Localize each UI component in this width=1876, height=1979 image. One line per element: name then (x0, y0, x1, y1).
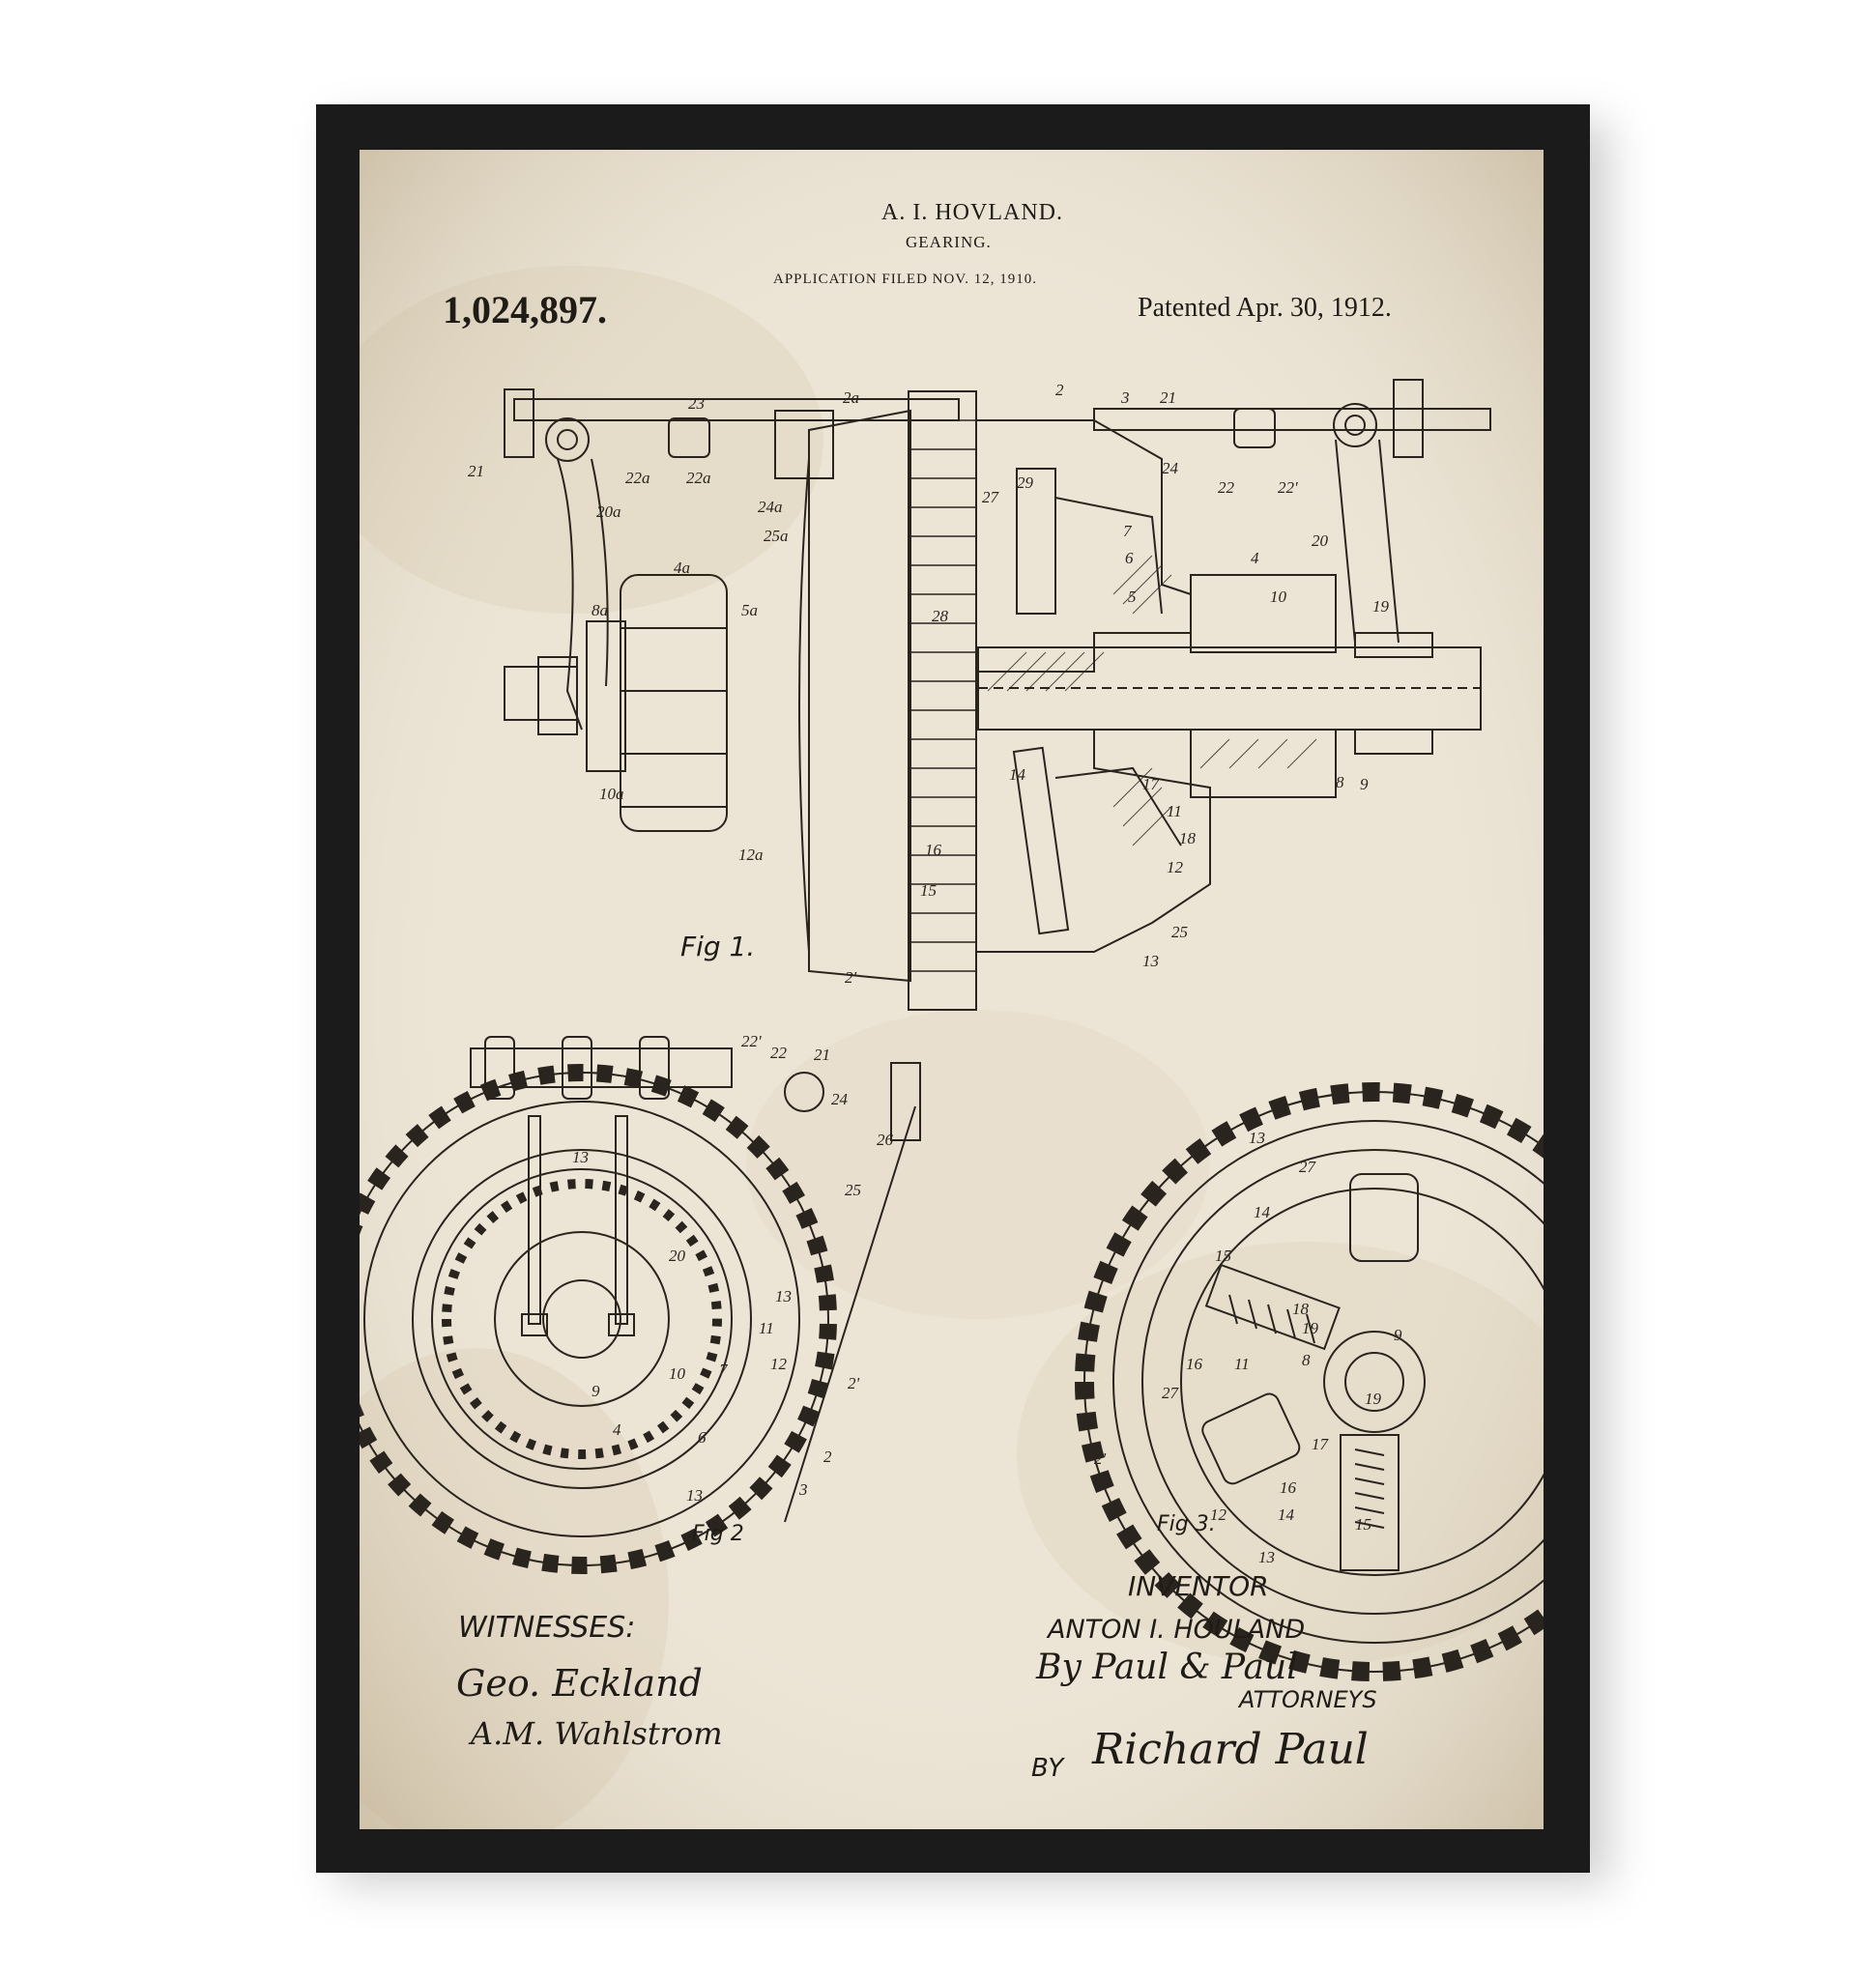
fig3-label-15: 15 (1215, 1247, 1231, 1265)
fig3-label-27b: 27 (1162, 1384, 1180, 1402)
fig3-label-15b: 15 (1355, 1515, 1371, 1534)
attorney-signature: By Paul & Paul (1036, 1648, 1298, 1687)
fig3-label-9: 9 (1394, 1326, 1402, 1344)
fig3-label-14: 14 (1254, 1203, 1271, 1221)
fig3-label-8: 8 (1302, 1351, 1311, 1369)
patent-print: A. I. HOVLAND. GEARING. APPLICATION FILE… (360, 150, 1544, 1829)
attorneys-label: ATTORNEYS (1239, 1686, 1377, 1713)
fig3-callouts: 13 27 14 15 18 19 9 8 16 11 27 19 17 2' … (360, 150, 1544, 1829)
fig3-label-2prime: 2' (1094, 1449, 1107, 1468)
fig3-label-17: 17 (1312, 1435, 1330, 1453)
fig3-label-13b: 13 (1258, 1548, 1275, 1566)
fig3-label-3: 3 (1093, 1474, 1103, 1492)
final-signature: Richard Paul (1092, 1725, 1369, 1774)
fig3-caption: Fig 3. (1157, 1512, 1216, 1536)
fig3-label-16b: 16 (1280, 1478, 1297, 1497)
witness-signature-2: A.M. Wahlstrom (471, 1715, 723, 1752)
witness-signature-1: Geo. Eckland (456, 1662, 703, 1705)
fig3-label-14b: 14 (1278, 1506, 1295, 1524)
fig3-label-19b: 19 (1365, 1390, 1382, 1408)
by-label: BY (1031, 1754, 1063, 1783)
fig3-label-11: 11 (1234, 1355, 1250, 1373)
inventor-full-name: ANTON I. HOULAND (1048, 1615, 1305, 1645)
fig3-label-16: 16 (1186, 1355, 1203, 1373)
fig3-label-27: 27 (1299, 1158, 1317, 1176)
witnesses-heading: WITNESSES: (458, 1611, 635, 1645)
fig3-label-13: 13 (1249, 1129, 1265, 1147)
fig1-caption: Fig 1. (680, 931, 755, 962)
inventor-heading: INVENTOR (1128, 1570, 1269, 1602)
fig3-label-18: 18 (1292, 1300, 1310, 1318)
fig3-label-19: 19 (1302, 1319, 1319, 1337)
fig2-caption: Fig 2 (692, 1522, 744, 1546)
